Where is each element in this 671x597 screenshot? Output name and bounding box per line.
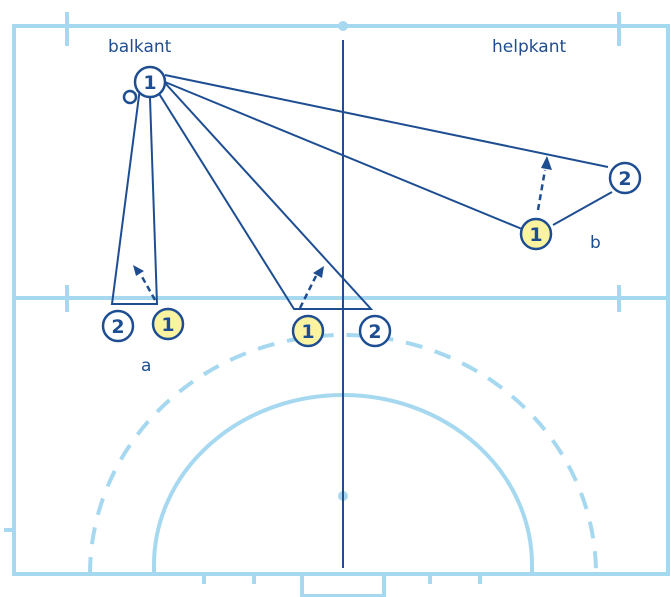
arrowhead-a [133, 265, 144, 276]
center-dot [338, 21, 348, 31]
player-a-1: 1 [151, 307, 185, 341]
goal [300, 572, 386, 597]
arrow-heads [133, 156, 552, 278]
player-b-1: 1 [519, 217, 553, 251]
player-top-1: 1 [133, 65, 167, 99]
player-b-2: 2 [608, 161, 642, 195]
svg-text:2: 2 [368, 321, 381, 343]
svg-text:1: 1 [143, 72, 156, 94]
label-situation-a: a [141, 356, 151, 376]
player-a-2: 2 [101, 309, 135, 343]
arrow-b [536, 169, 547, 211]
arrow-a [139, 274, 157, 301]
movement-arrows [139, 169, 547, 309]
svg-text:1: 1 [161, 314, 174, 336]
ball [122, 89, 138, 105]
svg-text:1: 1 [301, 321, 314, 343]
player-mid-2: 2 [358, 314, 392, 348]
svg-text:1: 1 [529, 224, 542, 246]
svg-text:2: 2 [111, 316, 124, 338]
label-helpkant: helpkant [492, 37, 566, 57]
arrowhead-mid [313, 266, 324, 278]
label-balkant: balkant [108, 37, 172, 57]
arrow-mid [298, 275, 318, 309]
pass-lines [110, 74, 613, 310]
court-markings [4, 12, 670, 597]
arrowhead-b [541, 156, 552, 170]
label-situation-b: b [590, 233, 601, 253]
player-mid-1: 1 [291, 314, 325, 348]
svg-text:2: 2 [618, 168, 631, 190]
